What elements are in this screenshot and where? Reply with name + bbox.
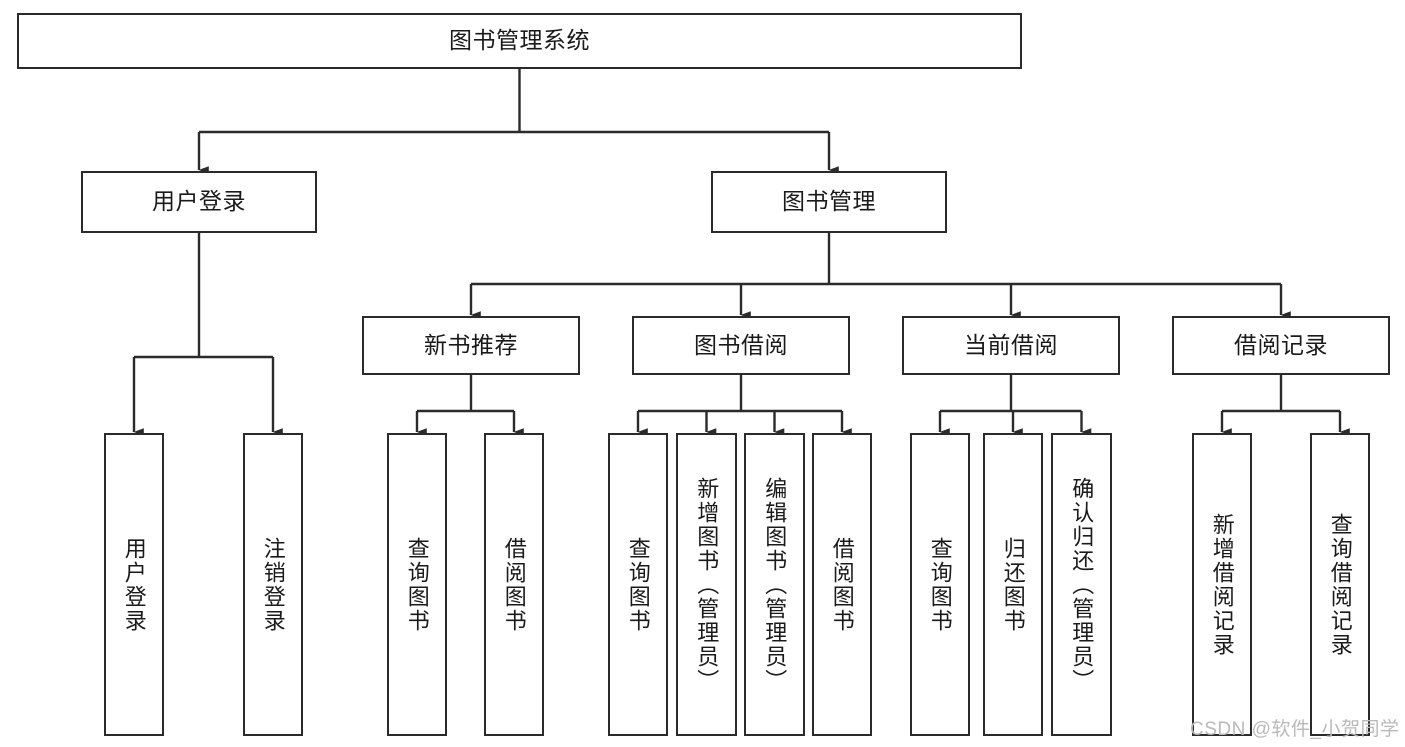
node-label: 编辑图书（管理员） bbox=[762, 476, 788, 693]
node-leaf-rec-add[interactable]: 新增借阅记录 bbox=[1192, 433, 1252, 736]
node-leaf-user-login[interactable]: 用户登录 bbox=[104, 433, 164, 736]
node-leaf-bor-add[interactable]: 新增图书（管理员） bbox=[676, 433, 737, 736]
node-leaf-cur-confirm[interactable]: 确认归还（管理员） bbox=[1051, 433, 1112, 736]
node-book-manage[interactable]: 图书管理 bbox=[711, 171, 947, 233]
node-label: 新增借阅记录 bbox=[1209, 512, 1235, 657]
node-label: 确认归还（管理员） bbox=[1069, 476, 1095, 693]
csdn-watermark: CSDN @软件_小贺同学 bbox=[1190, 719, 1400, 740]
node-label: 新增图书（管理员） bbox=[694, 476, 720, 693]
node-label: 注销登录 bbox=[260, 536, 286, 633]
node-label: 当前借阅 bbox=[964, 331, 1058, 358]
node-label: 查询图书 bbox=[404, 536, 430, 633]
node-label: 图书借阅 bbox=[694, 331, 788, 358]
node-label: 图书管理 bbox=[782, 188, 876, 215]
node-label: 图书管理系统 bbox=[449, 27, 590, 54]
node-leaf-bor-query[interactable]: 查询图书 bbox=[608, 433, 668, 736]
node-leaf-user-logout[interactable]: 注销登录 bbox=[243, 433, 303, 736]
node-label: 借阅图书 bbox=[501, 536, 527, 633]
node-label: 用户登录 bbox=[121, 536, 147, 633]
node-leaf-cur-return[interactable]: 归还图书 bbox=[983, 433, 1043, 736]
node-label: 借阅记录 bbox=[1234, 331, 1328, 358]
node-label: 归还图书 bbox=[1000, 536, 1026, 633]
node-current-borrow[interactable]: 当前借阅 bbox=[902, 316, 1120, 375]
node-label: 用户登录 bbox=[152, 188, 246, 215]
node-label: 查询借阅记录 bbox=[1327, 512, 1353, 657]
node-root[interactable]: 图书管理系统 bbox=[17, 13, 1022, 69]
node-leaf-bor-lend[interactable]: 借阅图书 bbox=[812, 433, 872, 736]
node-borrow-record[interactable]: 借阅记录 bbox=[1172, 316, 1390, 375]
node-user-login[interactable]: 用户登录 bbox=[81, 171, 317, 233]
node-book-borrow[interactable]: 图书借阅 bbox=[632, 316, 850, 375]
node-leaf-rec-borrow[interactable]: 借阅图书 bbox=[484, 433, 544, 736]
node-label: 借阅图书 bbox=[829, 536, 855, 633]
node-label: 新书推荐 bbox=[424, 331, 518, 358]
node-new-book-rec[interactable]: 新书推荐 bbox=[362, 316, 580, 375]
node-leaf-rec-query2[interactable]: 查询借阅记录 bbox=[1310, 433, 1370, 736]
node-label: 查询图书 bbox=[927, 536, 953, 633]
node-leaf-rec-query[interactable]: 查询图书 bbox=[387, 433, 447, 736]
node-leaf-bor-edit[interactable]: 编辑图书（管理员） bbox=[744, 433, 805, 736]
node-leaf-cur-query[interactable]: 查询图书 bbox=[910, 433, 970, 736]
node-label: 查询图书 bbox=[625, 536, 651, 633]
